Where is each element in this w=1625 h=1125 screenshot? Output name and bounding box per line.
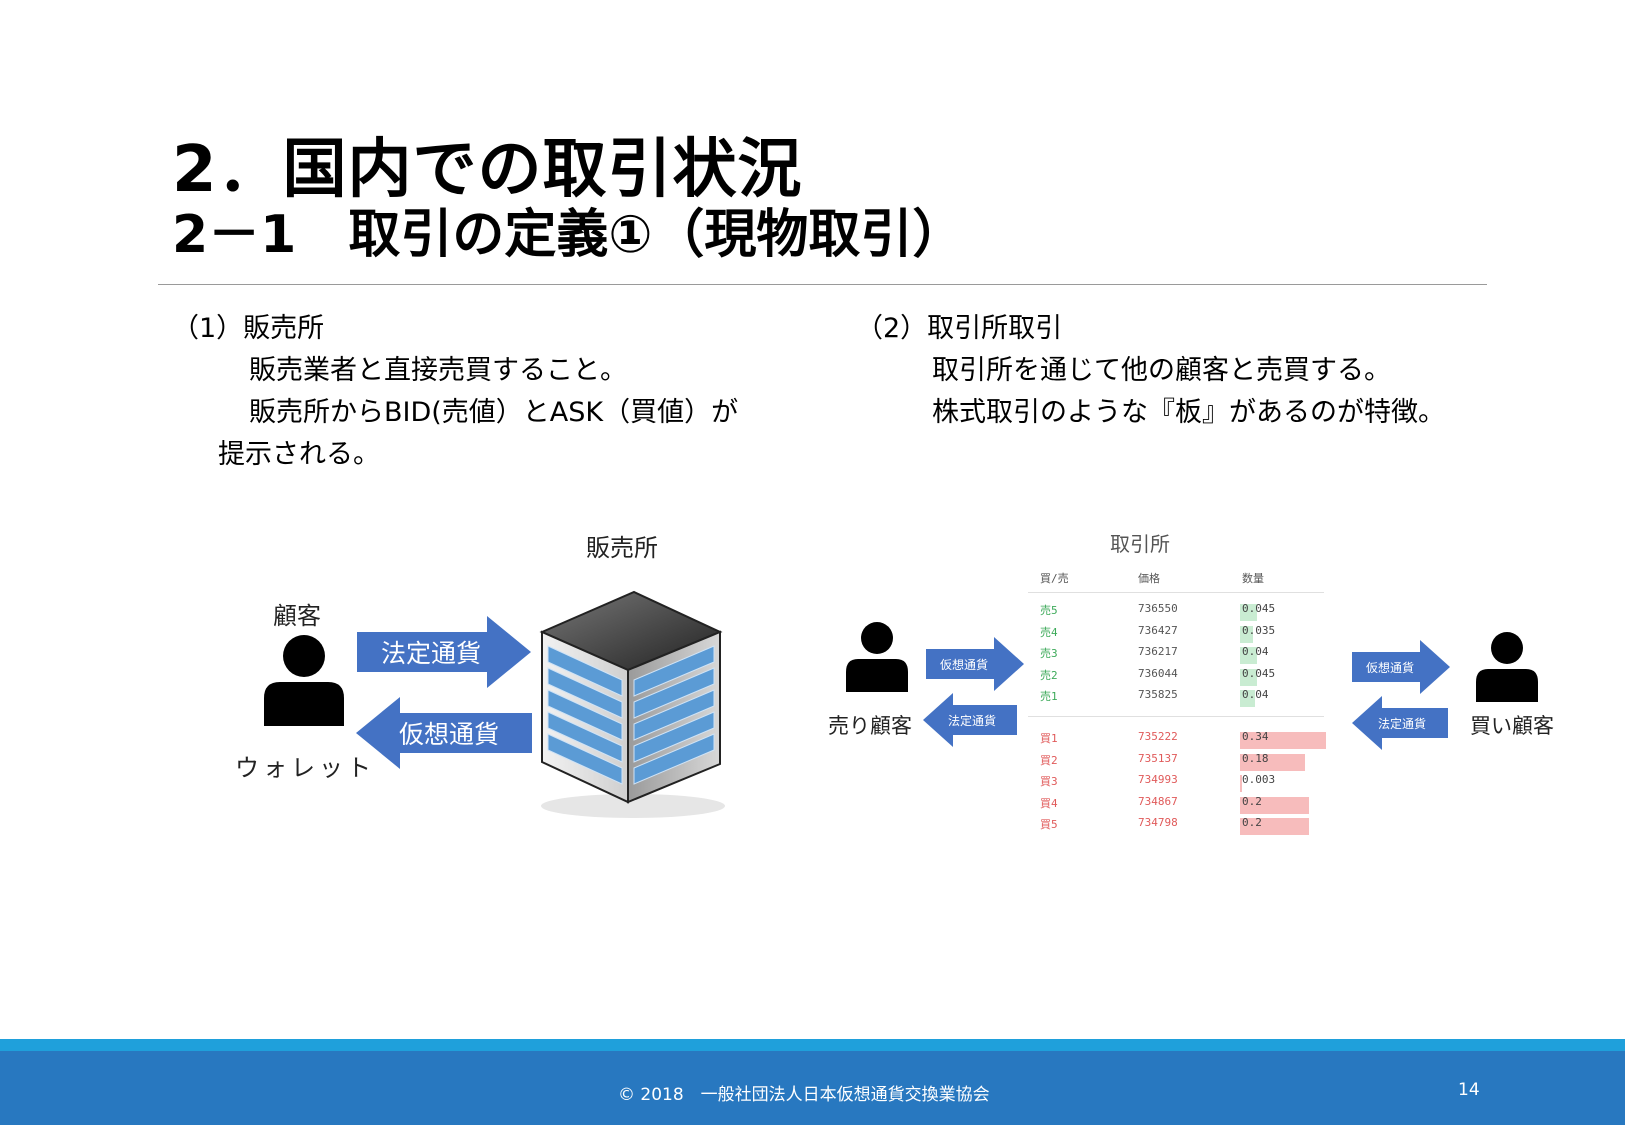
ask-side: 売2 [1040, 668, 1058, 682]
header-qty: 数量 [1242, 572, 1264, 585]
order-book: 買/売 価格 数量 売5 736550 0.045 売4 736427 0.035 売3 73… [1024, 566, 1329, 846]
ask-row: 売3 736217 0.04 [1024, 645, 1324, 666]
dealer-line-1: 販売業者と直接売買すること。 [249, 355, 627, 386]
ask-qty-bar [1240, 604, 1258, 621]
bid-row: 買2 735137 0.18 [1024, 752, 1324, 773]
bid-row: 買3 734993 0.003 [1024, 773, 1324, 794]
footer-bar: © 2018 一般社団法人日本仮想通貨交換業協会 14 [0, 1051, 1625, 1125]
ask-qty-bar [1240, 690, 1256, 707]
ask-side: 売3 [1040, 647, 1058, 660]
exchange-line-1: 取引所を通じて他の顧客と売買する。 [932, 355, 1391, 386]
order-book-header-divider [1028, 592, 1324, 593]
dealer-line-2: 販売所からBID(売値）とASK（買値）が [249, 397, 739, 428]
ask-qty-bar [1240, 668, 1258, 686]
bid-side: 買1 [1040, 732, 1058, 745]
ask-row: 売1 735825 0.04 [1024, 688, 1324, 709]
customer-label: 顧客 [273, 602, 321, 630]
bid-price: 734867 [1138, 794, 1178, 808]
ask-price: 735825 [1138, 688, 1178, 701]
bid-qty: 0.2 [1242, 794, 1262, 808]
ask-qty: 0.035 [1242, 623, 1276, 637]
footer-stripe [0, 1039, 1625, 1051]
order-book-mid-divider [1028, 716, 1324, 717]
header-price: 価格 [1138, 572, 1160, 585]
buyer-label: 買い顧客 [1470, 714, 1554, 738]
section-heading-exchange: （2）取引所取引 [856, 313, 1063, 344]
bid-price: 734798 [1138, 816, 1178, 829]
bid-qty-bar [1240, 818, 1309, 835]
ask-qty: 0.04 [1242, 688, 1269, 701]
bid-qty-bar [1240, 753, 1305, 771]
ask-price: 736427 [1138, 623, 1178, 637]
bid-qty: 0.34 [1242, 730, 1269, 743]
bid-price: 735222 [1138, 730, 1178, 743]
bid-side: 買3 [1040, 775, 1058, 788]
title-divider [158, 284, 1487, 285]
wallet-label: ウォレット [235, 754, 375, 782]
buyer-fiat-arrow-left-icon [1352, 696, 1448, 750]
order-book-header: 買/売 価格 数量 [1024, 570, 1324, 591]
ask-qty: 0.045 [1242, 602, 1276, 615]
ask-qty: 0.045 [1242, 666, 1276, 680]
header-side: 買/売 [1040, 572, 1069, 585]
crypto-arrow-label: 仮想通貨 [399, 720, 500, 749]
footer-copyright: © 2018 一般社団法人日本仮想通貨交換業協会 [618, 1085, 990, 1105]
exchange-label: 取引所 [1110, 532, 1170, 556]
bid-qty: 0.2 [1242, 816, 1262, 829]
crypto-arrow-left-icon [356, 697, 532, 769]
section-heading-dealer: （1）販売所 [172, 313, 325, 344]
ask-qty: 0.04 [1242, 645, 1269, 658]
page-title: 2．国内での取引状況 [172, 133, 803, 207]
ask-price: 736550 [1138, 602, 1178, 615]
customer-person-icon [264, 635, 344, 726]
bid-price: 735137 [1138, 751, 1178, 765]
seller-person-icon [846, 622, 908, 692]
bid-side: 買4 [1040, 796, 1058, 810]
bid-row: 買4 734867 0.2 [1024, 795, 1324, 816]
ask-row: 売2 736044 0.045 [1024, 667, 1324, 688]
ask-price: 736217 [1138, 645, 1178, 658]
ask-row: 売5 736550 0.045 [1024, 602, 1324, 623]
bid-qty-bar [1240, 732, 1326, 749]
buyer-fiat-arrow-label: 法定通貨 [1378, 717, 1427, 731]
dealer-building-label: 販売所 [586, 534, 658, 562]
ask-price: 736044 [1138, 666, 1178, 680]
ask-qty-bar [1240, 625, 1253, 643]
bid-price: 734993 [1138, 773, 1178, 786]
ask-side: 売1 [1040, 690, 1058, 703]
bid-qty-bar [1240, 775, 1242, 792]
ask-row: 売4 736427 0.035 [1024, 624, 1324, 645]
building-icon [539, 590, 725, 818]
fiat-arrow-label: 法定通貨 [381, 639, 482, 668]
bid-qty-bar [1240, 796, 1309, 814]
fiat-arrow-right-icon [357, 616, 531, 688]
bid-row: 買5 734798 0.2 [1024, 816, 1324, 837]
bid-row: 買1 735222 0.34 [1024, 730, 1326, 751]
page-number: 14 [1458, 1080, 1480, 1100]
seller-label: 売り顧客 [828, 714, 912, 738]
buyer-crypto-arrow-right-icon [1352, 640, 1450, 694]
seller-crypto-arrow-right-icon [926, 637, 1024, 691]
dealer-line-3: 提示される。 [218, 439, 380, 470]
buyer-person-icon [1476, 632, 1538, 702]
seller-fiat-arrow-label: 法定通貨 [948, 714, 997, 728]
bid-side: 買5 [1040, 818, 1058, 831]
ask-side: 売4 [1040, 625, 1058, 639]
bid-side: 買2 [1040, 753, 1058, 767]
seller-fiat-arrow-left-icon [923, 693, 1017, 747]
ask-qty-bar [1240, 647, 1258, 664]
buyer-crypto-arrow-label: 仮想通貨 [1366, 661, 1415, 675]
bid-qty: 0.003 [1242, 773, 1276, 786]
seller-crypto-arrow-label: 仮想通貨 [940, 658, 989, 672]
exchange-line-2: 株式取引のような『板』があるのが特徴。 [932, 397, 1445, 428]
ask-side: 売5 [1040, 604, 1058, 617]
bid-qty: 0.18 [1242, 751, 1269, 765]
page-subtitle: 2－1 取引の定義①（現物取引） [172, 205, 965, 265]
